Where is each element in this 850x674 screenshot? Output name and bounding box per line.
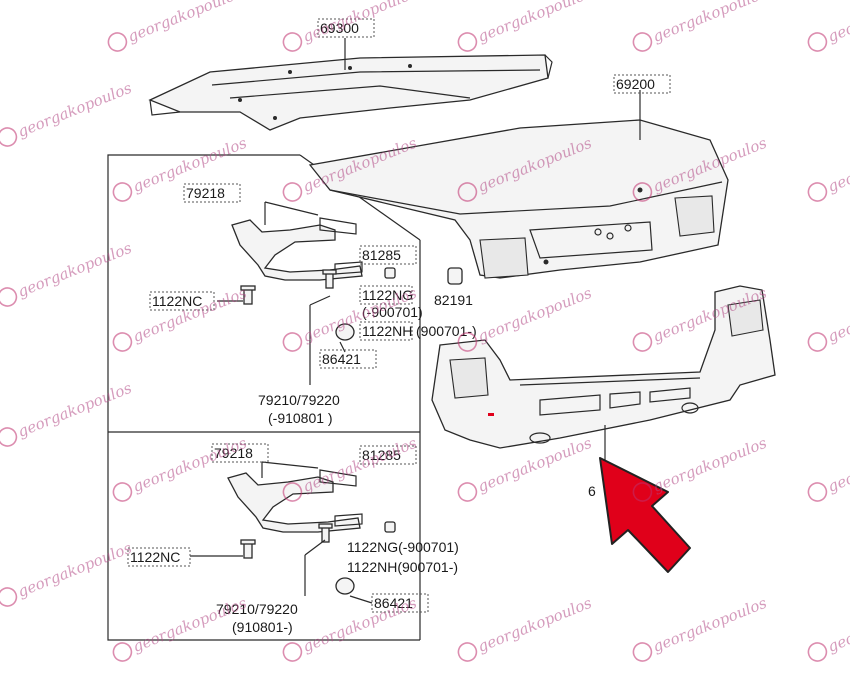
label-1122ng-lower: 1122NG(-900701): [347, 539, 459, 555]
watermark-text: georgakopoulos: [650, 0, 769, 46]
label-1122ng-upper: 1122NG: [362, 287, 413, 303]
georgakopoulos-logo-icon: georgakopoulos: [112, 594, 250, 662]
watermark-text: georgakopoulos: [15, 539, 134, 601]
watermark-text: georgakopoulos: [650, 594, 769, 656]
georgakopoulos-logo-icon: georgakopoulos: [457, 0, 595, 52]
watermark-text: georgakopoulos: [125, 0, 244, 46]
georgakopoulos-logo-icon: georgakopoulos: [632, 0, 770, 52]
watermark-text: georgakopoulos: [475, 0, 594, 46]
label-900701-upper-b: (900701-): [416, 323, 477, 339]
georgakopoulos-logo-icon: georgakopoulos: [632, 594, 770, 662]
label-79218-lower: 79218: [214, 445, 253, 461]
georgakopoulos-logo-icon: georgakopoulos: [112, 434, 250, 502]
label-69300: 69300: [320, 20, 359, 36]
upper-hinge-assembly: [231, 217, 396, 341]
lower-hinge-assembly: [227, 469, 396, 595]
watermark-text: georgakopoulos: [650, 434, 769, 496]
watermark-text: georgakopoulos: [825, 434, 850, 496]
label-900701-upper-a: (-900701): [362, 304, 423, 320]
watermark-text: georgakopoulos: [475, 284, 594, 346]
label-1122nc-lower: 1122NC: [130, 549, 180, 565]
label-79210-upper: 79210/79220: [258, 392, 340, 408]
bumper-stop-82191: [447, 267, 463, 285]
label-86421-upper: 86421: [322, 351, 361, 367]
georgakopoulos-logo-icon: georgakopoulos: [282, 594, 420, 662]
georgakopoulos-logo-icon: georgakopoulos: [282, 434, 420, 502]
georgakopoulos-logo-icon: georgakopoulos: [632, 434, 770, 502]
watermark-text: georgakopoulos: [825, 594, 850, 656]
georgakopoulos-logo-icon: georgakopoulos: [0, 239, 135, 307]
georgakopoulos-logo-icon: georgakopoulos: [282, 0, 420, 52]
georgakopoulos-logo-icon: georgakopoulos: [807, 594, 850, 662]
watermark-text: georgakopoulos: [300, 594, 419, 656]
watermark-text: georgakopoulos: [825, 284, 850, 346]
watermark-text: georgakopoulos: [15, 239, 134, 301]
georgakopoulos-logo-icon: georgakopoulos: [807, 134, 850, 202]
watermark-text: georgakopoulos: [15, 79, 134, 141]
georgakopoulos-logo-icon: georgakopoulos: [807, 434, 850, 502]
watermark-text: georgakopoulos: [475, 594, 594, 656]
watermark-text: georgakopoulos: [300, 0, 419, 46]
label-1122nh-upper: 1122NH: [362, 323, 412, 339]
georgakopoulos-logo-icon: georgakopoulos: [0, 79, 135, 147]
label-81285-upper: 81285: [362, 247, 401, 263]
upper-back-panel: [148, 54, 553, 131]
georgakopoulos-logo-icon: georgakopoulos: [0, 379, 135, 447]
rear-end-panel: [431, 285, 776, 449]
label-1122nc-upper: 1122NC: [152, 293, 202, 309]
trunk-lid: [308, 119, 729, 279]
georgakopoulos-logo-icon: georgakopoulos: [0, 539, 135, 607]
label-910801-upper: (-910801 ): [268, 410, 333, 426]
label-82191: 82191: [434, 292, 473, 308]
georgakopoulos-logo-icon: georgakopoulos: [107, 0, 245, 52]
georgakopoulos-logo-icon: georgakopoulos: [457, 594, 595, 662]
label-910801-lower: (910801-): [232, 619, 293, 635]
watermark-text: georgakopoulos: [300, 434, 419, 496]
watermark-text: georgakopoulos: [825, 134, 850, 196]
georgakopoulos-logo-icon: georgakopoulos: [807, 0, 850, 52]
georgakopoulos-logo-icon: georgakopoulos: [807, 284, 850, 352]
georgakopoulos-logo-icon: georgakopoulos: [112, 134, 250, 202]
watermark-text: georgakopoulos: [825, 0, 850, 46]
label-81285-lower: 81285: [362, 447, 401, 463]
label-79210-lower: 79210/79220: [216, 601, 298, 617]
label-86421-lower: 86421: [374, 595, 413, 611]
label-1122nh-lower: 1122NH(900701-): [347, 559, 458, 575]
label-69200: 69200: [616, 76, 655, 92]
watermark-text: georgakopoulos: [130, 434, 249, 496]
georgakopoulos-logo-icon: georgakopoulos: [457, 284, 595, 352]
label-79218-upper: 79218: [186, 185, 225, 201]
red-arrow-icon: [599, 457, 691, 573]
part-labels: 69300 69200 79218 81285 1122NC 1122NG (-…: [127, 18, 671, 635]
label-rear-panel-partial: 6: [588, 483, 596, 499]
